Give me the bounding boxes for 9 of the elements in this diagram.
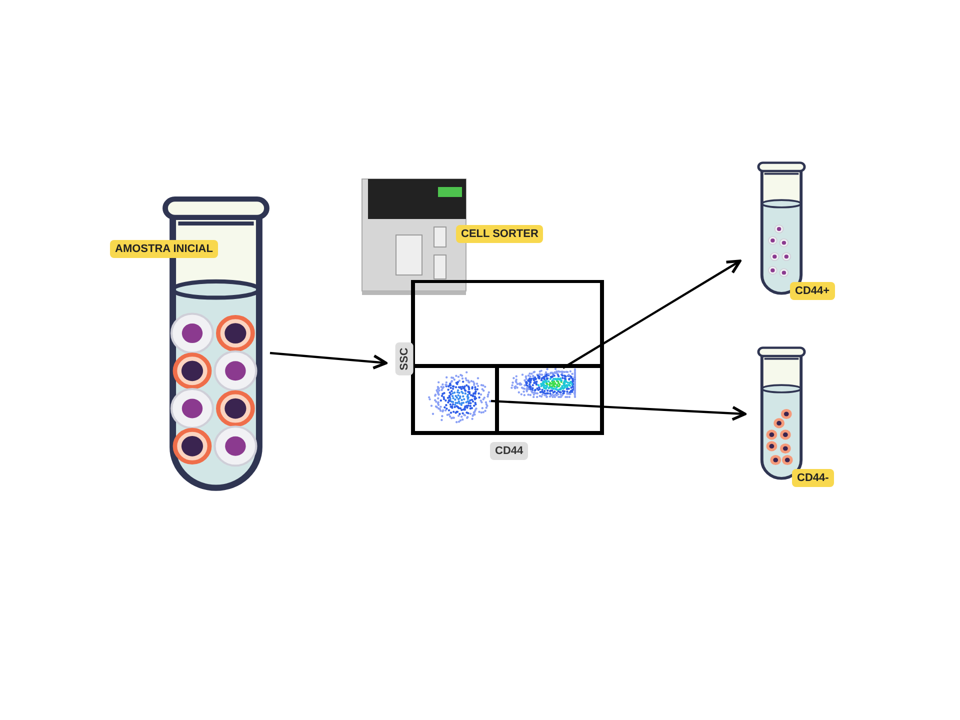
axis-label: SSC [395, 342, 414, 376]
tag-label: AMOSTRA INICIAL [110, 240, 218, 258]
tag-label: CD44+ [790, 282, 835, 300]
arrow [270, 352, 388, 370]
tag-label: CELL SORTER [456, 225, 544, 243]
arrow [562, 260, 742, 369]
tag-label: CD44- [792, 469, 834, 487]
axis-label: CD44 [490, 442, 528, 460]
arrow [490, 400, 746, 421]
